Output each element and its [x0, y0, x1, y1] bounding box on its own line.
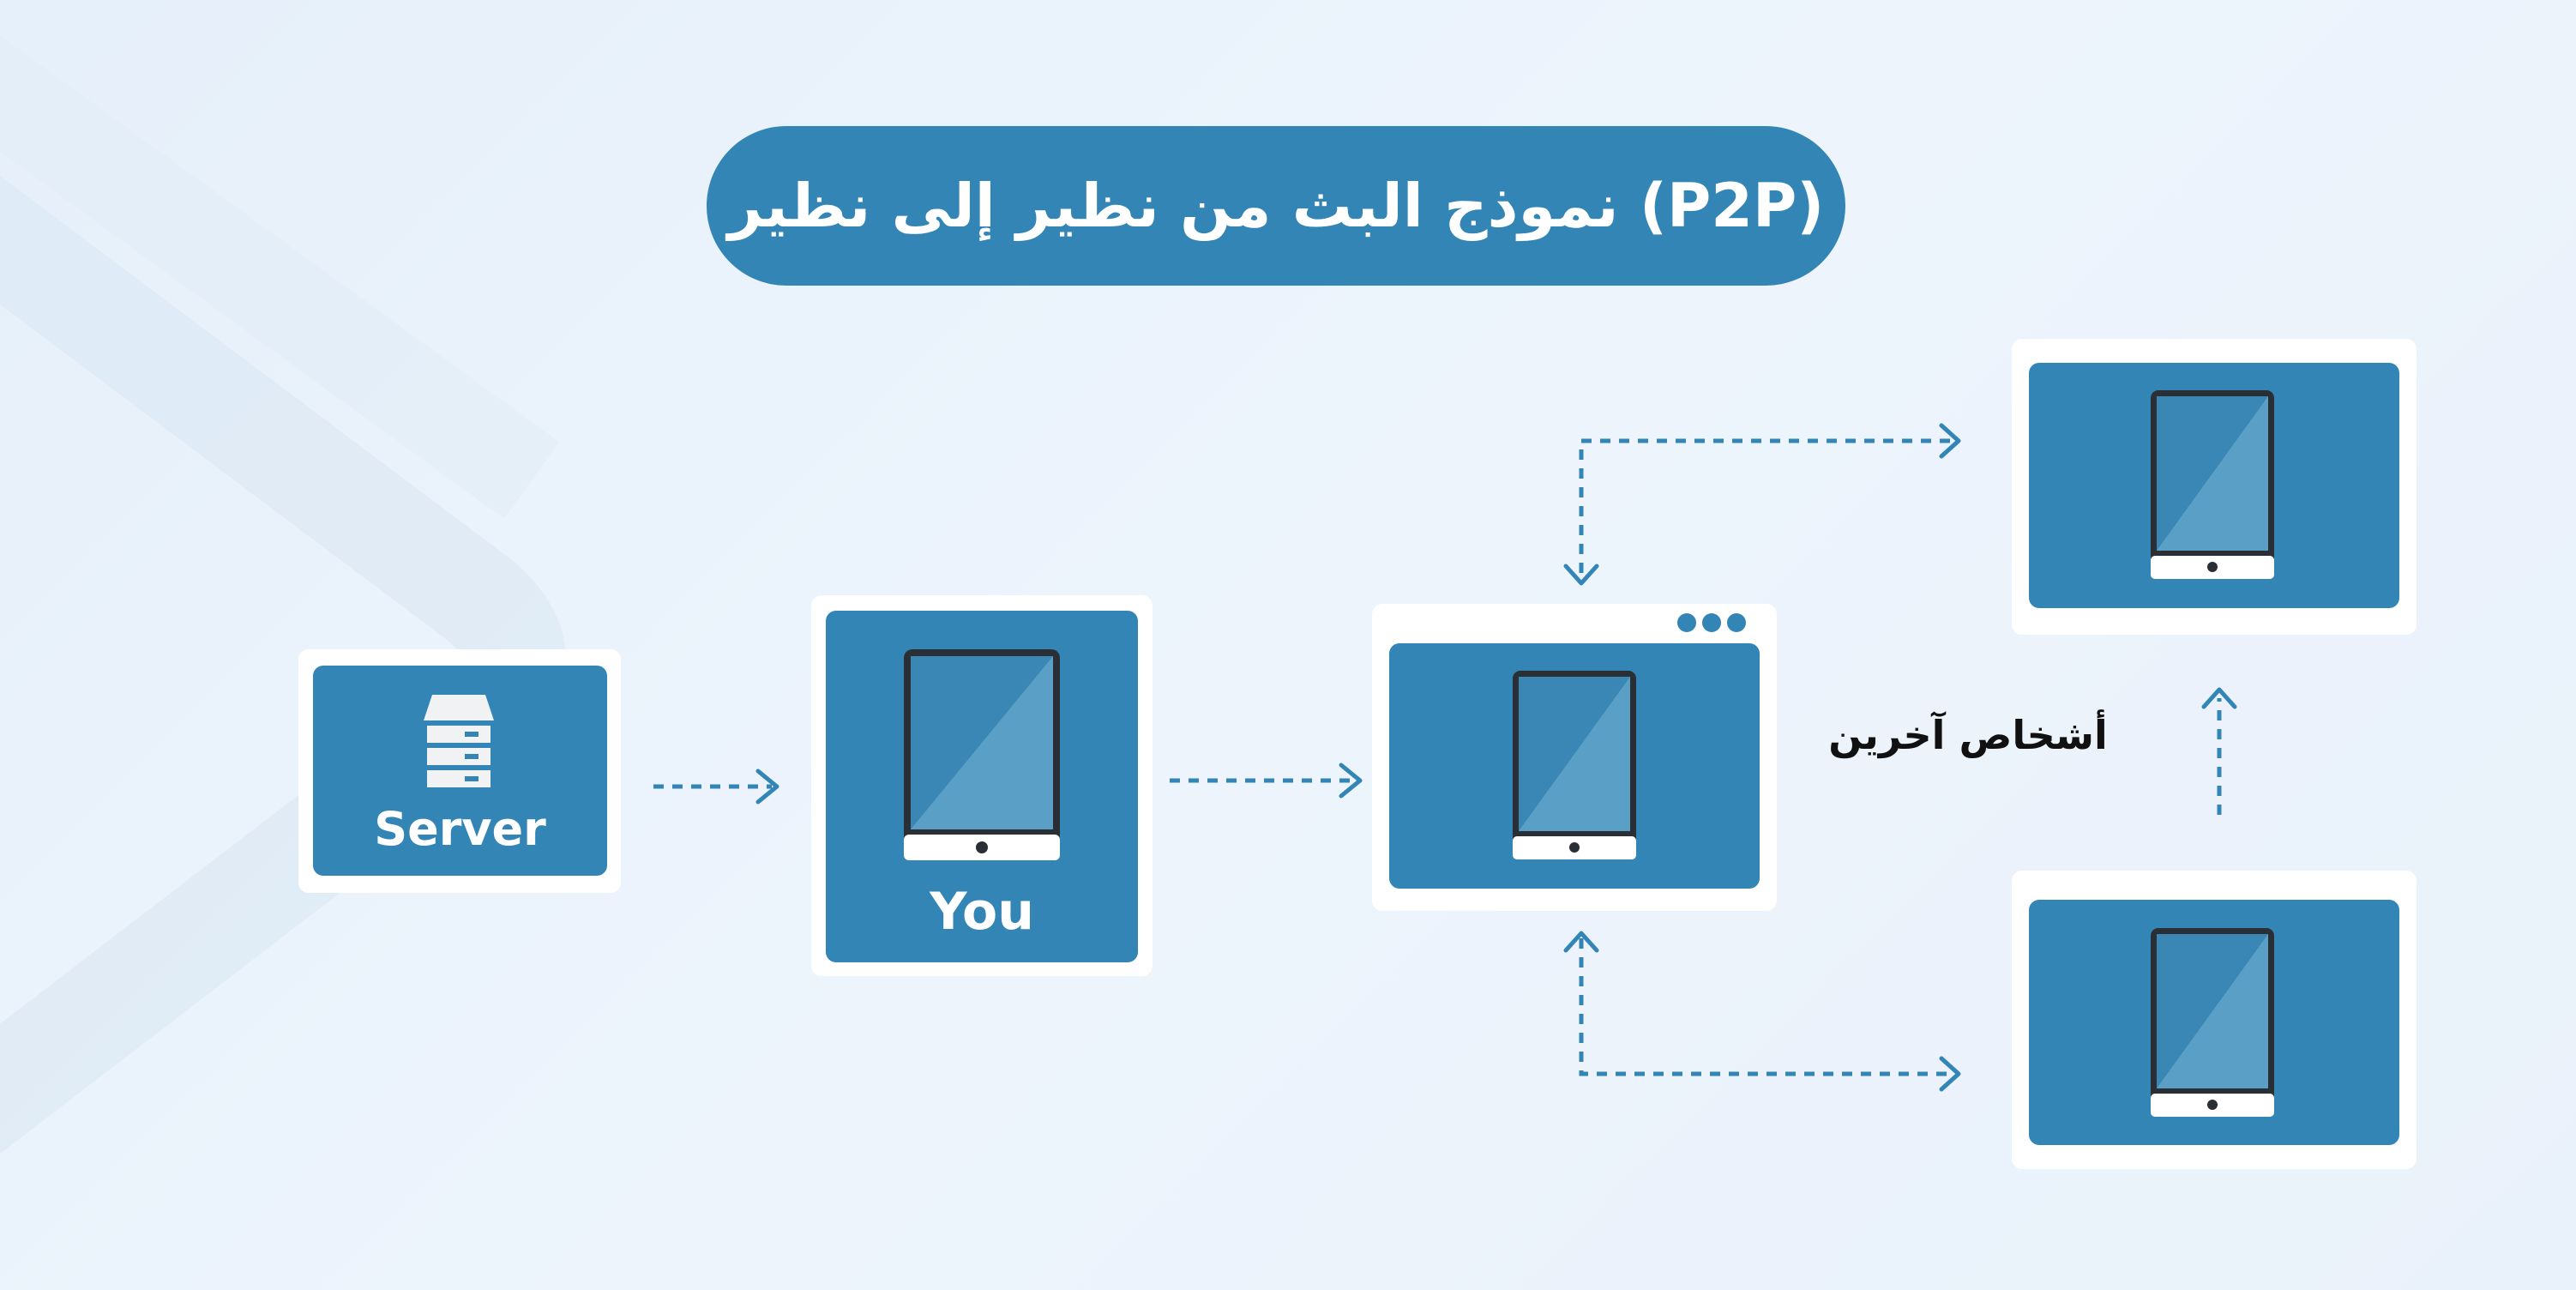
arrowhead-icon [1339, 763, 1363, 799]
arrowhead-icon [1563, 564, 1599, 586]
tablet-icon [2151, 390, 2274, 579]
arrowhead-icon [1939, 423, 1961, 459]
title-pill: (P2P) نموذج البث من نظير إلى نظير [707, 126, 1845, 286]
you-label: You [930, 882, 1034, 942]
arrowhead-icon [755, 769, 779, 805]
others-label: أشخاص آخرين [1828, 712, 2108, 758]
tablet-icon [904, 649, 1060, 860]
tablet-icon [2151, 928, 2274, 1117]
server-label: Server [374, 802, 546, 856]
arrowhead-icon [1563, 931, 1599, 953]
server-rack-icon [424, 695, 494, 787]
tablet-icon [1513, 671, 1636, 859]
diagram-title: (P2P) نموذج البث من نظير إلى نظير [727, 171, 1825, 241]
arrow-hub-peer-bottom [1579, 938, 1955, 1076]
arrowhead-icon [2201, 687, 2237, 709]
arrow-hub-peer-top [1579, 438, 1955, 573]
arrowhead-icon [1939, 1056, 1961, 1092]
